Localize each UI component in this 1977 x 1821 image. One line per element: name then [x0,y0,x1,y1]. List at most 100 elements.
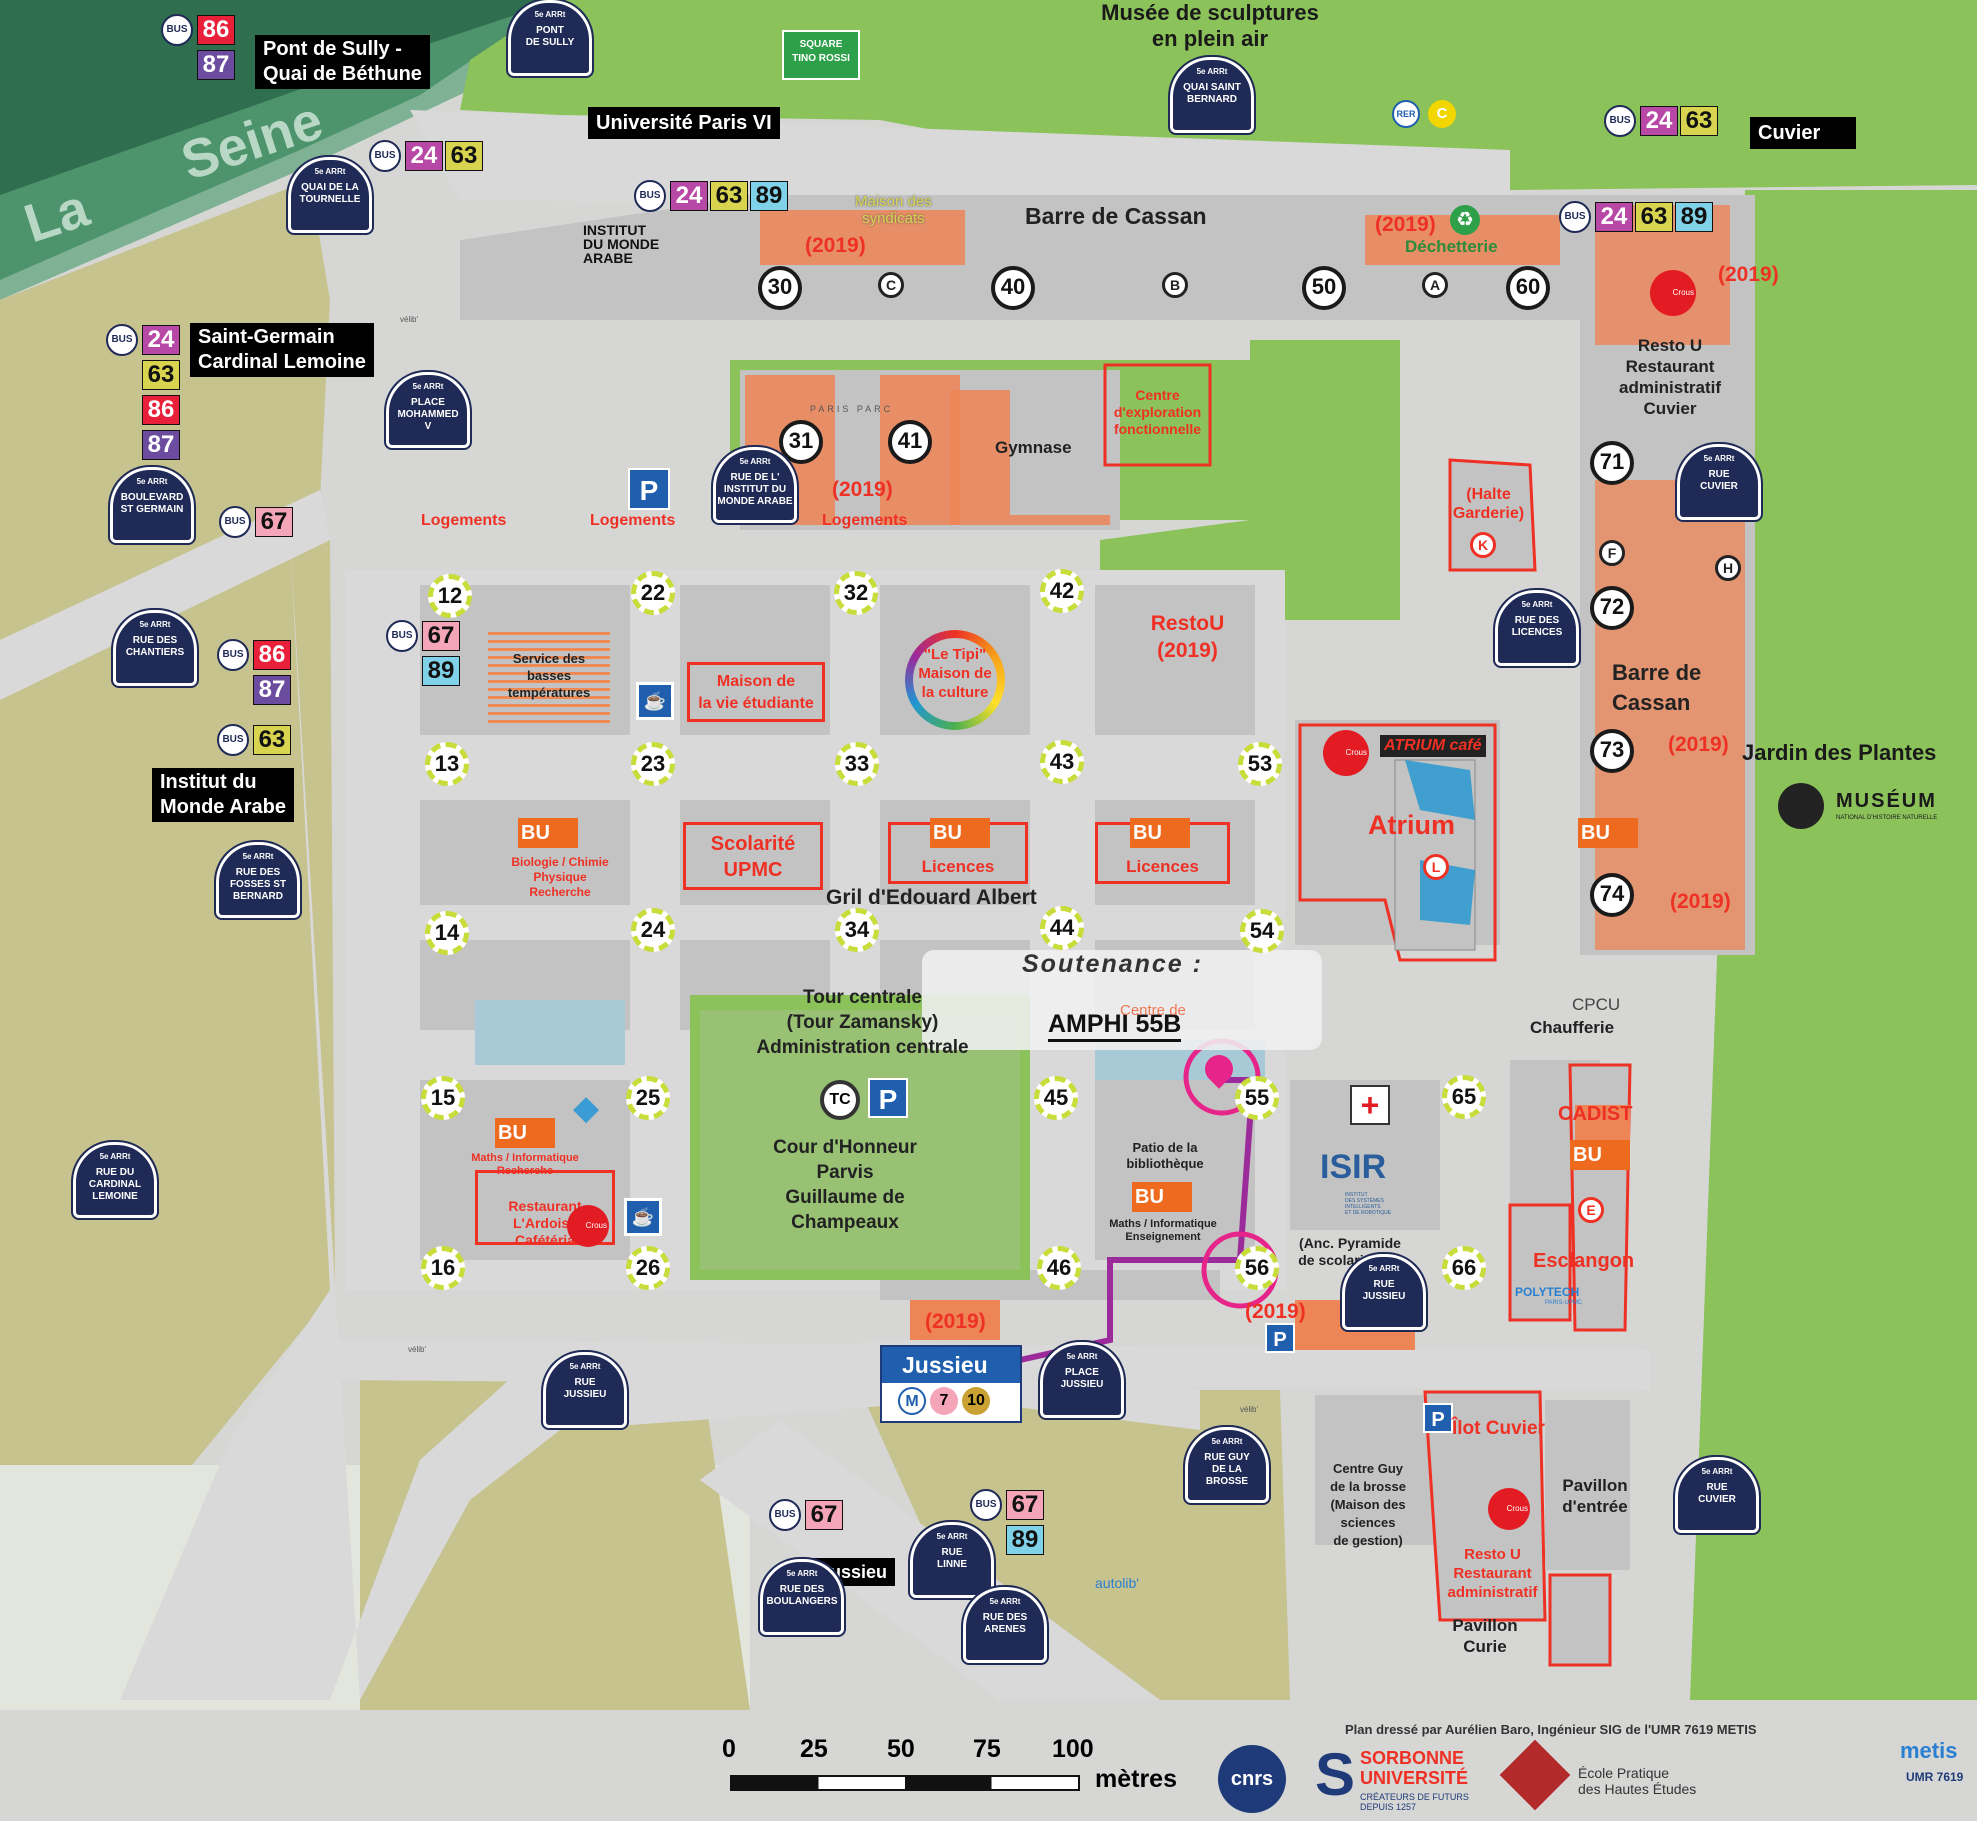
scale-bar [730,1775,1080,1791]
street-sign-line: QUAI DE LA [301,182,359,193]
tower-71: 71 [1590,441,1634,485]
street-sign-line: CUVIER [1698,1494,1736,1505]
parking-icon: P [628,468,670,510]
tower-65: 65 [1442,1075,1486,1119]
soutenance-callout [922,950,1322,1050]
isir-logo: ISIR [1320,1148,1387,1186]
letter-marker-h: H [1715,555,1741,581]
street-sign-line: RUE GUY [1204,1452,1250,1463]
rer-c-icon: C [1428,100,1456,128]
tower-41: 41 [888,420,932,464]
bus-icon: BUS [634,180,666,212]
tower-45: 45 [1034,1076,1078,1120]
label-2019: (2019) [832,478,893,501]
street-sign-line: CHANTIERS [125,647,185,658]
street-sign-line: BOULEVARD [120,492,184,503]
bus-line-87: 87 [142,430,180,460]
street-sign-arr: 5e ARRt [1196,67,1228,76]
bus-line-67: 67 [422,621,460,651]
street-sign-line: QUAI SAINT [1183,82,1241,93]
bus-icon: BUS [369,140,401,172]
street-sign-arr: 5e ARRt [1368,1264,1400,1273]
bus-line-86: 86 [142,395,180,425]
cnrs-logo: cnrs [1218,1745,1286,1813]
bus-line-89: 89 [750,181,788,211]
street-sign-line: CUVIER [1700,481,1738,492]
street-sign-arr: 5e ARRt [1701,1467,1733,1476]
label-gril: Gril d'Edouard Albert [826,886,1037,909]
label-restou-2019: RestoU(2019) [1150,612,1225,662]
metro-line-10: 10 [962,1387,990,1415]
label-museum: MUSÉUM [1836,790,1937,812]
letter-marker-a: A [1422,272,1448,298]
street-sign-line: RUE DES [982,1612,1028,1623]
tower-24: 24 [631,908,675,952]
street-sign-line: PONT [536,25,564,36]
street-sign-line: RUE DE L' [730,472,780,483]
street-sign-arr: 5e ARRt [989,1597,1021,1606]
street-sign-line: RUE [941,1547,963,1558]
street-sign-line: RUE [1708,469,1730,480]
bus-line-63: 63 [253,725,291,755]
street-sign-line: MONDE ARABE [717,496,793,507]
metro-jussieu: Jussieu M 7 10 [880,1345,1022,1423]
tower-74: 74 [1590,873,1634,917]
street-sign-arr: 5e ARRt [739,457,771,466]
street-sign-arr: 5e ARRt [139,620,171,629]
bus-line-24: 24 [1640,106,1678,136]
street-sign-line: ARENES [984,1624,1026,1635]
bus-icon: BUS [970,1489,1002,1521]
street-sign-line: RUE [1373,1279,1395,1290]
label-amphi: AMPHI 55B [1048,1010,1182,1042]
tower-12: 12 [428,574,472,618]
bu-icon: BU [1570,1140,1630,1170]
bus-line-24: 24 [670,181,708,211]
label-centre-de: Centre de [1120,1002,1186,1019]
bus-line-24: 24 [142,325,180,355]
bus-icon: BUS [219,506,251,538]
street-sign-arr: 5e ARRt [314,167,346,176]
ephe-logo [1499,1739,1571,1811]
label-ilot-cuvier: Îlot Cuvier [1452,1418,1545,1439]
street-sign-line: RUE [1706,1482,1728,1493]
metro-line-7: 7 [930,1387,958,1415]
tower-14: 14 [425,911,469,955]
tower-31: 31 [779,420,823,464]
street-sign-line: LINNE [937,1559,967,1570]
street-sign-line: RUE DU [95,1167,135,1178]
bu-icon: BU [495,1118,555,1148]
street-sign-line: PLACE [1065,1367,1099,1378]
label-atrium: Atrium [1368,810,1455,840]
street-sign-line: MOHAMMED [397,409,459,420]
scale-tick: 25 [800,1735,828,1763]
street-sign-arr: 5e ARRt [1066,1352,1098,1361]
street-sign-arr: 5e ARRt [936,1532,968,1541]
bus-line-63: 63 [445,141,483,171]
street-sign-arr: 5e ARRt [1703,454,1735,463]
bus-line-63: 63 [1680,106,1718,136]
tower-34: 34 [835,908,879,952]
tower-26: 26 [626,1246,670,1290]
letter-marker-k: K [1470,532,1496,558]
street-sign-arr: 5e ARRt [99,1152,131,1161]
museum-logo [1778,783,1824,829]
letter-marker-e: E [1578,1197,1604,1223]
